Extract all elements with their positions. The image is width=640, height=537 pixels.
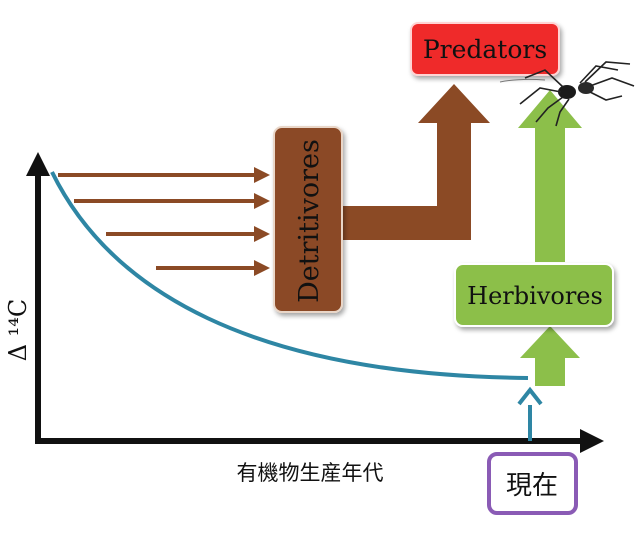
herbivores-to-predators-arrow <box>518 90 582 262</box>
predators-box <box>410 22 560 76</box>
delta14c-curve <box>50 171 529 380</box>
herbivores-box <box>454 263 614 327</box>
present-marker-arrowhead <box>517 386 543 406</box>
y-axis-label: Δ ¹⁴C <box>4 299 32 362</box>
herbivores-label: Herbivores <box>467 282 603 310</box>
detritivores-box <box>273 126 343 313</box>
detritivores-to-predators-arrow <box>342 84 490 240</box>
y-axis-arrowhead <box>26 152 50 176</box>
axes <box>26 152 604 453</box>
spider-icon <box>499 61 635 127</box>
detritus-arrowhead-4 <box>254 260 270 276</box>
predators-label: Predators <box>423 35 547 64</box>
detritus-arrowhead-1 <box>254 167 270 183</box>
x-axis-label: 有機物生産年代 <box>237 461 384 485</box>
detritus-arrows <box>58 167 270 276</box>
detritus-arrowhead-2 <box>254 193 270 209</box>
detritivores-label: Detritivores <box>294 139 325 303</box>
present-box <box>487 452 578 515</box>
green-arrows <box>518 90 582 386</box>
detritus-arrowhead-3 <box>254 226 270 242</box>
present-label: 現在 <box>506 471 558 501</box>
x-axis-arrowhead <box>580 429 604 453</box>
present-to-herbivores-arrow <box>520 326 580 386</box>
